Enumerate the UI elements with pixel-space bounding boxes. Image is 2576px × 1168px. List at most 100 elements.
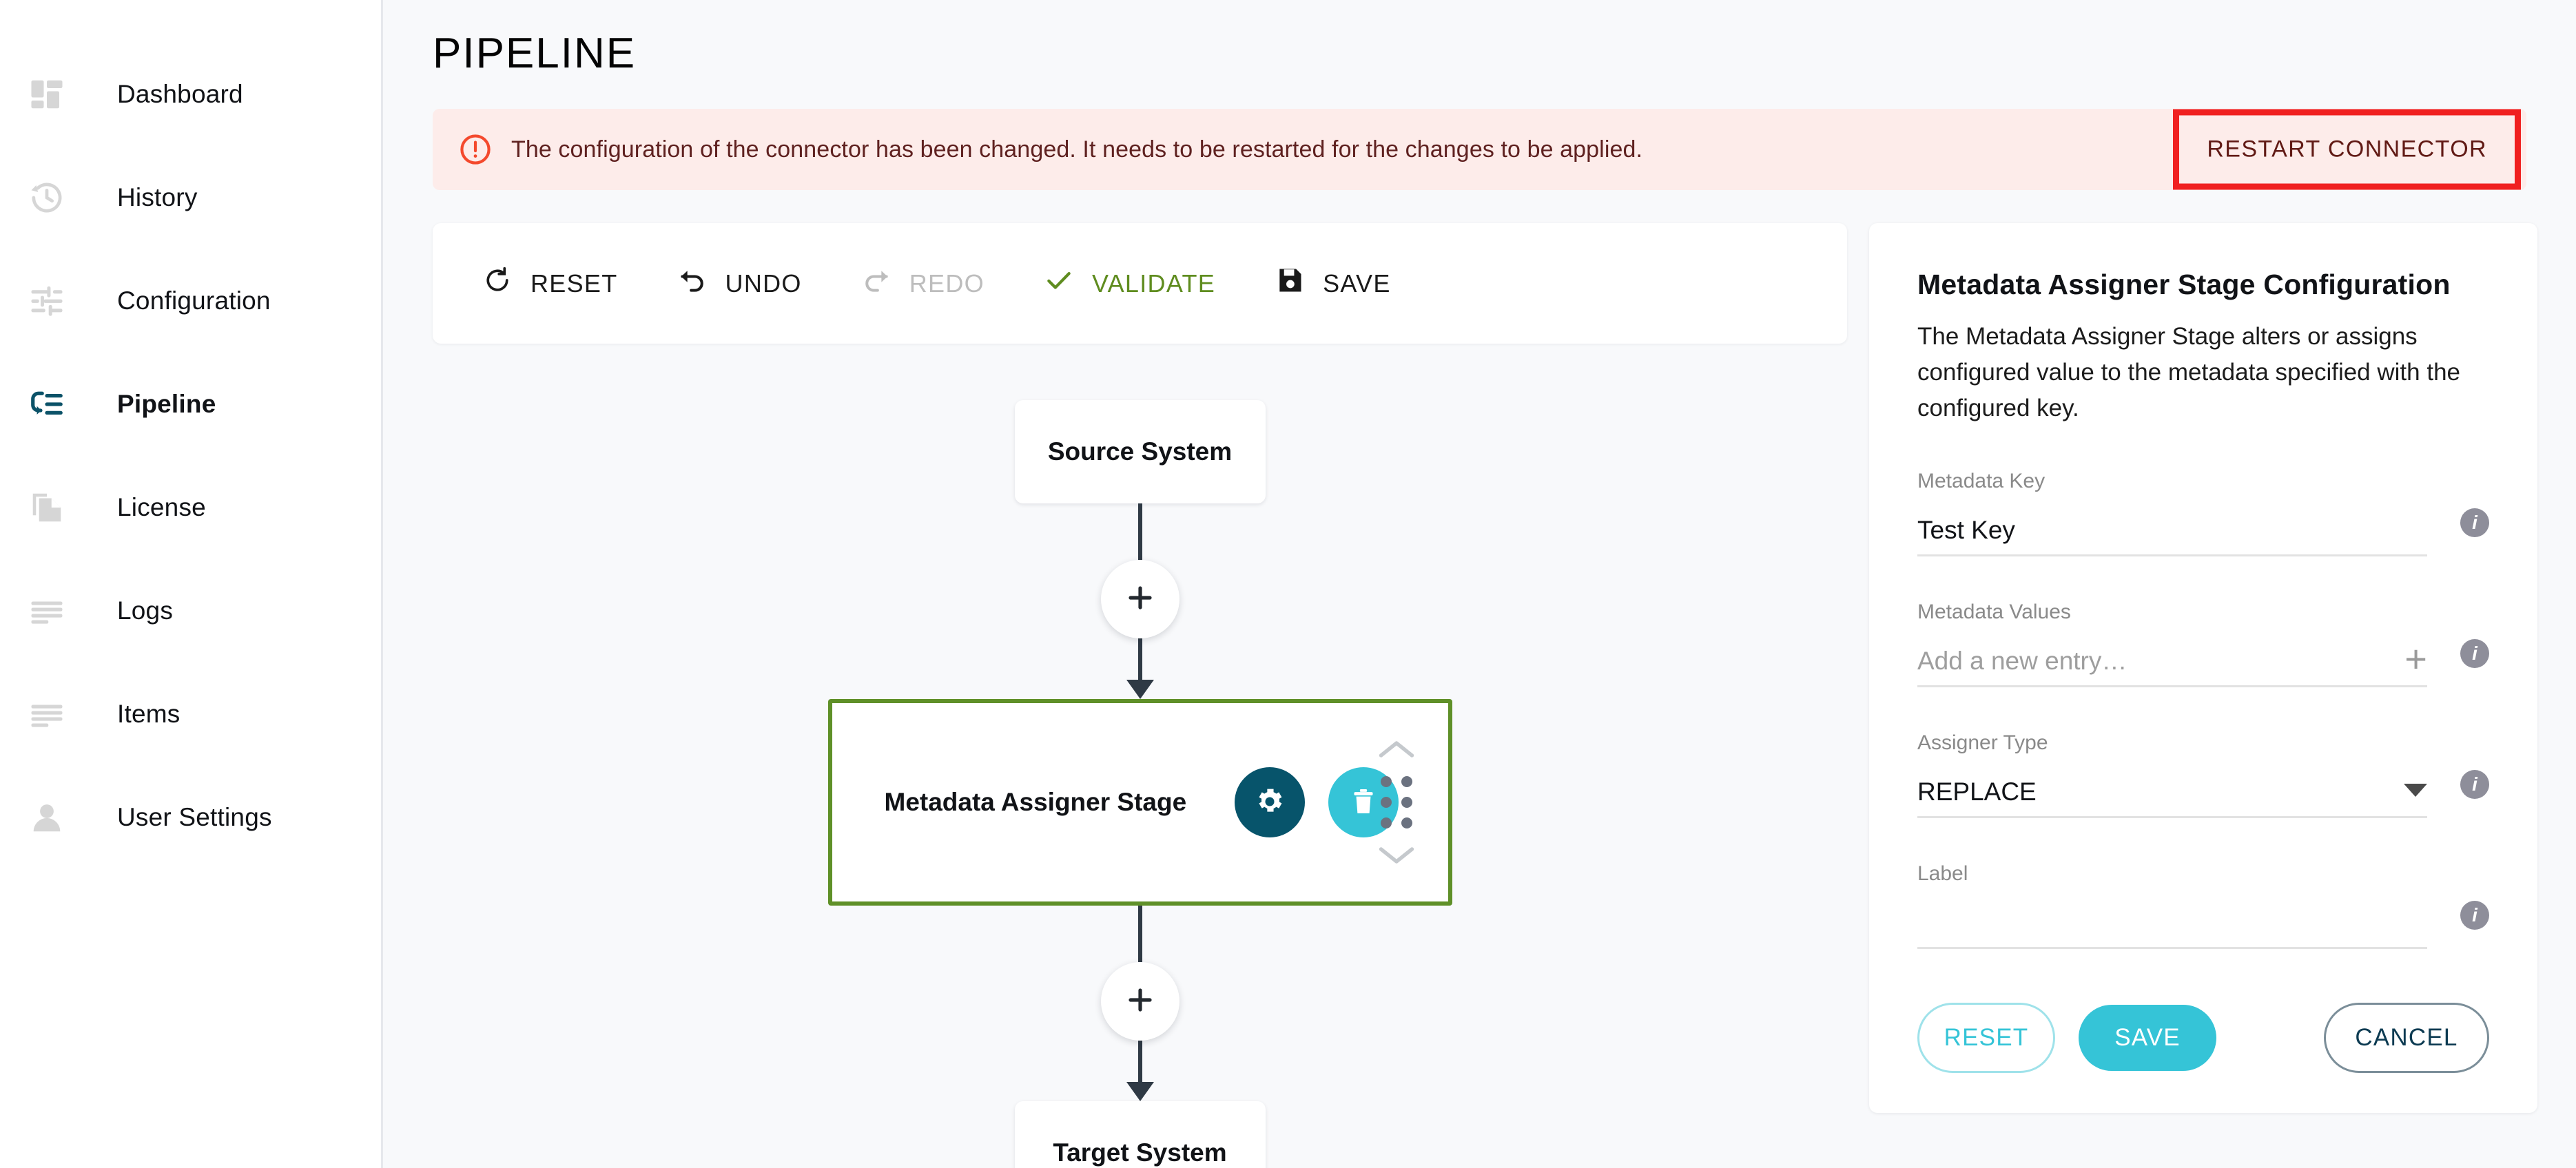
- save-button[interactable]: SAVE: [1275, 265, 1391, 302]
- validate-label: VALIDATE: [1091, 269, 1216, 298]
- redo-icon: [861, 265, 892, 302]
- stage-settings-button[interactable]: [1235, 767, 1306, 837]
- reset-icon: [482, 265, 513, 302]
- info-icon[interactable]: i: [2460, 770, 2489, 800]
- config-panel-title: Metadata Assigner Stage Configuration: [1917, 269, 2451, 300]
- move-stage-down-icon[interactable]: [1378, 842, 1415, 868]
- metadata-key-input[interactable]: Test Key: [1917, 501, 2427, 557]
- validate-button[interactable]: VALIDATE: [1044, 265, 1215, 302]
- redo-label: REDO: [909, 269, 985, 298]
- field-label: Label: [1917, 862, 1968, 886]
- sidebar-item-label: History: [117, 183, 198, 211]
- check-icon: [1044, 265, 1074, 302]
- plus-icon: [1124, 581, 1157, 618]
- pipeline-icon: [12, 386, 81, 423]
- sidebar-item-label: Configuration: [117, 286, 271, 315]
- edge-source-to-add: [1137, 503, 1142, 560]
- sidebar-item-user-settings[interactable]: User Settings: [0, 766, 381, 869]
- plus-icon: [1124, 983, 1157, 1020]
- undo-icon: [677, 265, 708, 302]
- edge-add-to-target: [1137, 1041, 1142, 1083]
- error-circle-icon: [456, 132, 495, 167]
- sidebar-item-label: Logs: [117, 596, 174, 625]
- field-value: REPLACE: [1917, 778, 2037, 806]
- edge-add-to-stage: [1137, 638, 1142, 681]
- person-icon: [12, 799, 81, 836]
- sidebar-item-label: Items: [117, 700, 181, 728]
- assigner-type-select[interactable]: REPLACE: [1917, 763, 2427, 819]
- field-label: Metadata Key: [1917, 470, 2046, 493]
- alert-container: The configuration of the connector has b…: [383, 78, 2576, 190]
- label-field: Label i: [1917, 862, 2489, 950]
- field-label: Metadata Values: [1917, 601, 2071, 624]
- sliders-icon: [12, 282, 81, 320]
- gear-icon: [1254, 786, 1286, 820]
- info-icon[interactable]: i: [2460, 639, 2489, 669]
- restart-connector-button[interactable]: RESTART CONNECTOR: [2173, 109, 2521, 190]
- content-row: RESET UNDO: [383, 190, 2576, 1168]
- text-lines-icon: [12, 592, 81, 629]
- sidebar-item-configuration[interactable]: Configuration: [0, 249, 381, 353]
- config-reset-button[interactable]: RESET: [1917, 1003, 2055, 1074]
- sidebar: Dashboard History: [0, 0, 383, 1168]
- stage-label: Metadata Assigner Stage: [884, 788, 1187, 816]
- info-icon[interactable]: i: [2460, 508, 2489, 538]
- move-stage-up-icon[interactable]: [1378, 736, 1415, 762]
- arrow-head-icon: [1126, 680, 1154, 699]
- assigner-type-field: Assigner Type REPLACE i: [1917, 731, 2489, 819]
- reset-button[interactable]: RESET: [482, 265, 618, 302]
- label-input[interactable]: [1917, 894, 2427, 950]
- sidebar-item-pipeline[interactable]: Pipeline: [0, 353, 381, 456]
- metadata-values-input[interactable]: Add a new entry… +: [1917, 632, 2427, 688]
- sidebar-item-logs[interactable]: Logs: [0, 559, 381, 663]
- config-changed-alert: The configuration of the connector has b…: [433, 109, 2526, 190]
- history-clock-icon: [12, 179, 81, 216]
- metadata-key-field: Metadata Key Test Key i: [1917, 470, 2489, 557]
- info-icon[interactable]: i: [2460, 901, 2489, 930]
- field-placeholder: Add a new entry…: [1917, 647, 2127, 676]
- sidebar-item-items[interactable]: Items: [0, 663, 381, 766]
- sidebar-item-label: User Settings: [117, 803, 272, 831]
- metadata-assigner-stage-node[interactable]: Metadata Assigner Stage: [827, 699, 1452, 906]
- target-system-label: Target System: [1053, 1138, 1227, 1167]
- sidebar-item-license[interactable]: License: [0, 456, 381, 559]
- target-system-node[interactable]: Target System: [1014, 1101, 1266, 1168]
- document-copy-icon: [12, 489, 81, 526]
- redo-button: REDO: [861, 265, 985, 302]
- field-label: Assigner Type: [1917, 731, 2048, 755]
- chevron-down-icon[interactable]: [2404, 784, 2427, 797]
- save-label: SAVE: [1323, 269, 1391, 298]
- sidebar-item-label: License: [117, 493, 206, 521]
- pipeline-toolbar: RESET UNDO: [433, 223, 1847, 344]
- reset-label: RESET: [530, 269, 618, 298]
- metadata-values-field: Metadata Values Add a new entry… + i: [1917, 601, 2489, 688]
- undo-label: UNDO: [725, 269, 802, 298]
- config-panel-actions: RESET SAVE CANCEL: [1917, 1003, 2489, 1074]
- stage-configuration-panel: Metadata Assigner Stage Configuration Th…: [1869, 223, 2537, 1114]
- sidebar-item-dashboard[interactable]: Dashboard: [0, 43, 381, 146]
- edge-stage-to-add: [1137, 906, 1142, 962]
- trash-icon: [1348, 786, 1379, 819]
- source-system-node[interactable]: Source System: [1014, 400, 1266, 503]
- add-entry-icon[interactable]: +: [2404, 637, 2427, 681]
- alert-message: The configuration of the connector has b…: [511, 136, 1643, 163]
- pipeline-canvas: RESET UNDO: [433, 223, 1847, 1168]
- sidebar-item-label: Pipeline: [117, 390, 216, 418]
- source-system-label: Source System: [1047, 437, 1233, 466]
- config-save-button[interactable]: SAVE: [2079, 1005, 2216, 1072]
- save-disk-icon: [1275, 265, 1305, 302]
- page-title: PIPELINE: [433, 30, 637, 77]
- sidebar-item-history[interactable]: History: [0, 146, 381, 249]
- dashboard-grid-icon: [12, 76, 81, 113]
- arrow-head-icon: [1126, 1082, 1154, 1101]
- config-cancel-button[interactable]: CANCEL: [2324, 1003, 2489, 1074]
- field-value: Test Key: [1917, 516, 2015, 545]
- add-stage-button-top[interactable]: [1100, 560, 1179, 638]
- sidebar-item-label: Dashboard: [117, 80, 243, 108]
- undo-button[interactable]: UNDO: [677, 265, 802, 302]
- main-content: PIPELINE The configuration of the connec…: [383, 0, 2576, 1168]
- text-lines-icon: [12, 696, 81, 733]
- add-stage-button-bottom[interactable]: [1100, 962, 1179, 1041]
- drag-handle-icon[interactable]: [1380, 776, 1412, 828]
